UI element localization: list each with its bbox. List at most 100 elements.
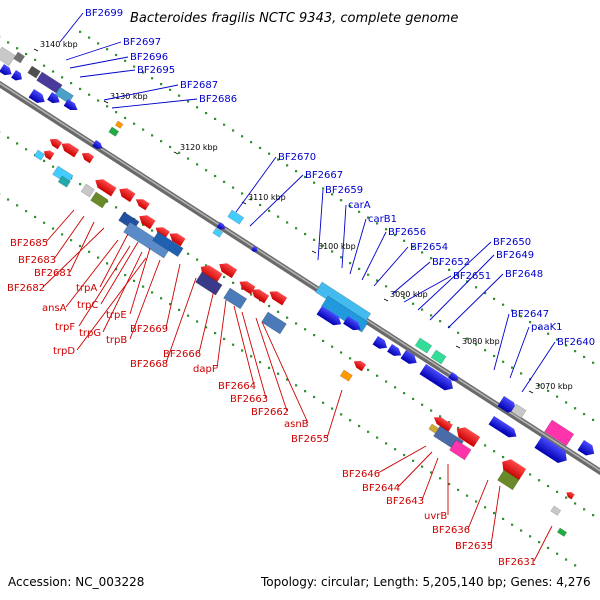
tick-dot [88, 93, 91, 96]
kbp-tick-mark [33, 48, 39, 52]
tick-dot [520, 372, 523, 375]
tick-dot [439, 262, 442, 266]
tick-dot [547, 546, 550, 550]
tick-dot [115, 111, 118, 114]
gene-arrow [81, 152, 95, 164]
kbp-tick-label: 3140 kbp [40, 40, 78, 49]
gene-arrow [95, 179, 117, 197]
tick-dot [187, 157, 190, 160]
gene-feature [195, 271, 223, 296]
gene-feature [61, 143, 80, 158]
forward-leader-line [521, 341, 556, 393]
tick-dot [97, 256, 100, 259]
kbp-tick-label: 3080 kbp [462, 337, 500, 346]
reverse-leader-line [397, 451, 433, 488]
gene-feature [456, 427, 481, 448]
tick-dot [403, 453, 406, 457]
tick-dot [574, 502, 577, 505]
forward-leader-line [65, 41, 122, 61]
forward-gene-label: BF2650 [493, 237, 531, 248]
tick-dot [223, 275, 226, 279]
tick-dot [556, 395, 559, 398]
reverse-leader-line [261, 321, 309, 424]
forward-gene-label: BF2699 [85, 8, 123, 19]
gene-arrow [119, 188, 136, 203]
tick-dot [106, 48, 109, 51]
gene-feature [155, 227, 170, 240]
gene-feature [47, 92, 60, 104]
tick-dot [214, 174, 217, 178]
tick-dot [538, 479, 541, 482]
reverse-gene-label: BF2685 [10, 238, 48, 249]
tick-dot [565, 558, 568, 561]
tick-dot [259, 361, 262, 364]
tick-dot [511, 309, 514, 312]
forward-leader-line [235, 156, 277, 213]
gene-feature [200, 265, 223, 285]
gene-box [414, 337, 433, 354]
forward-leader-line [391, 261, 431, 295]
tick-dot [439, 477, 442, 480]
tick-dot [277, 310, 280, 313]
reverse-leader-line [241, 311, 267, 399]
tick-dot [340, 413, 343, 416]
tick-dot [106, 105, 109, 108]
gene-feature [108, 126, 120, 137]
tick-dot [475, 343, 478, 346]
gene-arrow [63, 99, 78, 111]
reverse-gene-label: trpD [53, 346, 75, 357]
gene-arrow [28, 89, 45, 103]
gene-arrow [92, 140, 103, 149]
reverse-gene-label: trpC [77, 300, 98, 311]
tick-dot [358, 267, 361, 271]
tick-dot [277, 158, 280, 161]
kbp-tick-mark [455, 345, 461, 349]
tick-dot [205, 326, 208, 329]
gene-arrow [47, 92, 60, 104]
reverse-gene-label: BF2662 [251, 407, 289, 418]
kbp-tick-mark [528, 390, 534, 394]
tick-dot [493, 354, 496, 358]
tick-dot [529, 321, 532, 324]
tick-dot [304, 328, 307, 331]
gene-arrow [456, 427, 481, 448]
tick-dot [178, 151, 181, 154]
tick-dot [502, 517, 505, 521]
tick-dot [295, 170, 298, 173]
tick-dot [538, 541, 541, 544]
tick-dot [106, 262, 109, 265]
gene-feature [223, 287, 248, 310]
tick-dot [70, 239, 73, 242]
tick-dot [412, 397, 415, 401]
tick-dot [403, 392, 406, 395]
reverse-gene-label: BF2664 [218, 381, 256, 392]
tick-dot [349, 419, 352, 422]
gene-feature [216, 222, 226, 230]
tick-dot [322, 401, 325, 404]
tick-dot [538, 326, 541, 330]
tick-dot [304, 390, 307, 393]
gene-feature [501, 424, 516, 436]
tick-dot [583, 412, 586, 416]
gene-arrow [139, 215, 156, 230]
tick-dot [115, 53, 118, 57]
gene-feature [353, 360, 367, 372]
gene-feature [414, 337, 433, 354]
tick-dot [277, 215, 280, 218]
gene-box [544, 419, 575, 447]
kbp-tick-mark [103, 100, 109, 104]
gene-arrow [343, 316, 361, 331]
reverse-gene-label: BF2636 [432, 525, 470, 536]
gene-box [54, 86, 74, 104]
gene-box [57, 175, 71, 188]
forward-leader-line [447, 273, 504, 329]
gene-arrow [200, 265, 223, 285]
tick-dot [376, 436, 379, 439]
forward-gene-label: carB1 [368, 214, 397, 225]
tick-dot [268, 209, 271, 212]
tick-dot [286, 378, 289, 381]
tick-dot [16, 142, 19, 145]
tick-dot [214, 332, 217, 335]
tick-dot [313, 333, 316, 337]
tick-dot [169, 88, 172, 91]
